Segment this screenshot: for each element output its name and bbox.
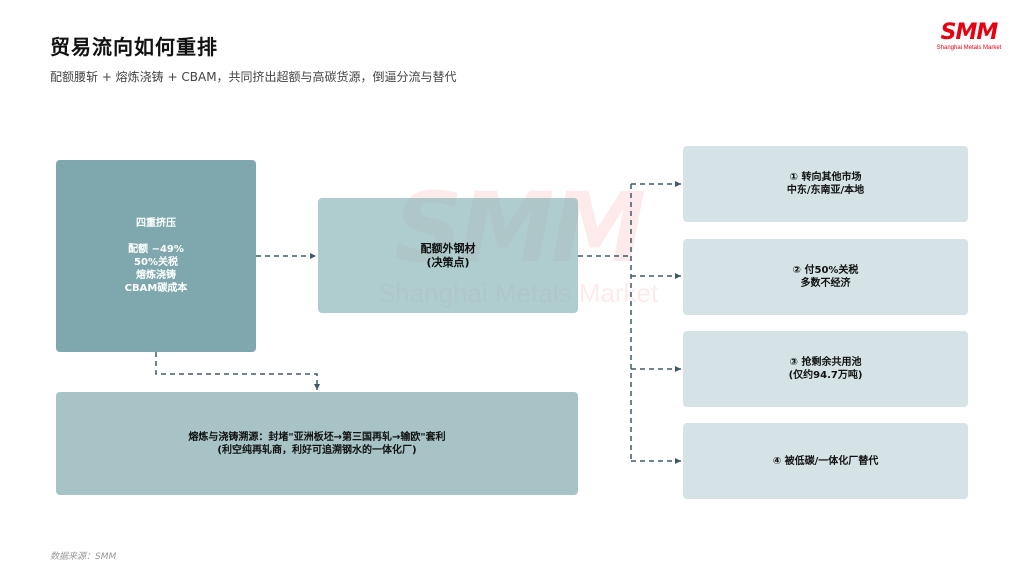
logo-subtext: Shanghai Metals Market [936, 45, 1002, 51]
arbitrage-box-line-2: (利空纯再轧商，利好可追溯钢水的一体化厂) [217, 444, 417, 456]
option-box-shared-pool: ③ 抢剩余共用池 (仅约94.7万吨) [683, 331, 968, 407]
page-subtitle: 配额腰斩 + 熔炼浇铸 + CBAM，共同挤出超额与高碳货源，倒逼分流与替代 [50, 70, 457, 84]
four-pressures-box: 四重挤压 配额 −49% 50%关税 熔炼浇铸 CBAM碳成本 [56, 160, 256, 352]
melt-pour-traceability-box: 熔炼与浇铸溯源：封堵"亚洲板坯→第三国再轧→输欧"套利 (利空纯再轧商，利好可追… [56, 392, 578, 495]
page-title: 贸易流向如何重排 [50, 35, 218, 59]
pressure-line-melt-pour: 熔炼浇铸 [136, 270, 176, 281]
pressure-line-cbam: CBAM碳成本 [124, 283, 188, 294]
option-4-title: ④ 被低碳/一体化厂替代 [772, 455, 879, 467]
pressure-line-quota: 配额 −49% [128, 244, 184, 255]
option-box-pay-tariff: ② 付50%关税 多数不经济 [683, 239, 968, 315]
option-2-detail: 多数不经济 [800, 278, 851, 289]
pressure-line-tariff: 50%关税 [134, 257, 178, 268]
data-source-note: 数据来源：SMM [50, 552, 117, 562]
steel-box-title: 配额外钢材 [420, 241, 476, 255]
option-3-detail: (仅约94.7万吨) [788, 370, 863, 381]
arbitrage-box-line-1: 熔炼与浇铸溯源：封堵"亚洲板坯→第三国再轧→输欧"套利 [188, 431, 446, 443]
option-box-other-markets: ① 转向其他市场 中东/东南亚/本地 [683, 146, 968, 222]
logo-mark: SMM [940, 20, 999, 45]
out-of-quota-steel-box: 配额外钢材 (决策点) [318, 198, 578, 313]
arrow-pressure-to-arbitrage [155, 352, 320, 390]
option-box-replaced: ④ 被低碳/一体化厂替代 [683, 423, 968, 499]
option-1-title: ① 转向其他市场 [789, 172, 862, 183]
smm-logo: SMM Shanghai Metals Market [930, 22, 1008, 52]
steel-box-subtitle: (决策点) [426, 255, 470, 269]
option-2-title: ② 付50%关税 [792, 265, 859, 276]
option-1-detail: 中东/东南亚/本地 [786, 185, 865, 196]
four-pressures-title: 四重挤压 [136, 218, 176, 229]
option-3-title: ③ 抢剩余共用池 [789, 357, 862, 368]
